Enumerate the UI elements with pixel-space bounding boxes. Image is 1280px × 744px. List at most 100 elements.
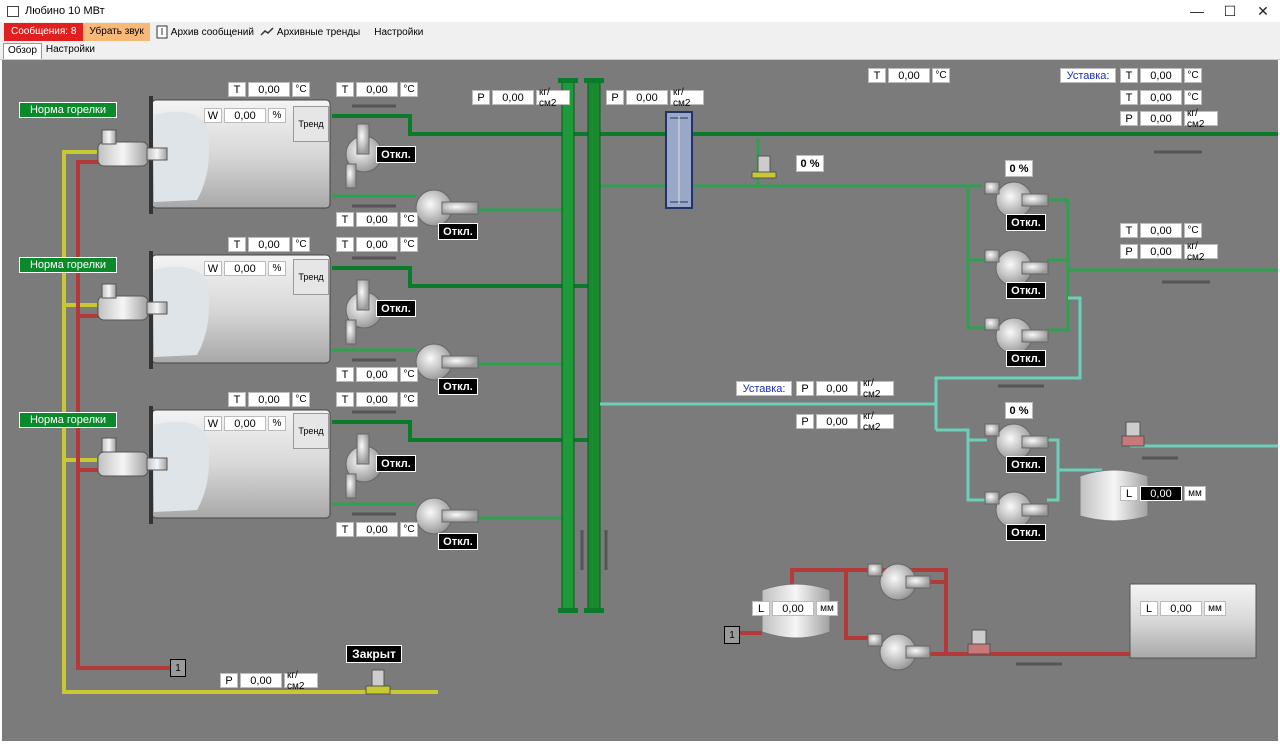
- settings-button[interactable]: Настройки: [374, 26, 424, 38]
- pump6-status[interactable]: Откл.: [438, 533, 478, 550]
- boiler2-w: 0,00: [224, 261, 266, 276]
- close-button[interactable]: ✕: [1257, 2, 1269, 19]
- kgcm-unit: кг/см2: [1184, 108, 1218, 130]
- header2-pressure: 0,00: [626, 90, 668, 105]
- degc-unit: °С: [932, 68, 950, 83]
- pct-unit: %: [268, 261, 286, 276]
- kgcm-unit: кг/см2: [860, 378, 894, 400]
- t-label: T: [1120, 90, 1138, 105]
- boiler2-temp-return: 0,00: [356, 367, 398, 382]
- degc-unit: °С: [400, 367, 418, 382]
- pump2-status[interactable]: Откл.: [438, 223, 478, 240]
- header1-pressure: 0,00: [492, 90, 534, 105]
- pct-unit: %: [268, 108, 286, 123]
- title-bar: Любино 10 МВт — ☐ ✕: [0, 0, 1280, 22]
- boiler3-w: 0,00: [224, 416, 266, 431]
- degc-unit: °С: [400, 522, 418, 537]
- gas-valve-status[interactable]: Закрыт: [346, 645, 402, 663]
- mm-unit: мм: [816, 601, 838, 616]
- setpoint-pressure[interactable]: 0,00: [1140, 111, 1182, 126]
- setpoint-temp2[interactable]: 0,00: [1140, 90, 1182, 105]
- degc-unit: °С: [1184, 223, 1202, 238]
- kgcm-unit: кг/см2: [284, 670, 318, 692]
- p-label: P: [606, 90, 624, 105]
- kgcm-unit: кг/см2: [670, 87, 704, 109]
- boiler1-w: 0,00: [224, 108, 266, 123]
- degc-unit: °С: [292, 82, 310, 97]
- degc-unit: °С: [1184, 90, 1202, 105]
- makeup-setpoint-pressure[interactable]: 0,00: [816, 381, 858, 396]
- archive-icon: [156, 25, 168, 39]
- t-label: T: [336, 367, 354, 382]
- pump11-status[interactable]: Откл.: [1006, 524, 1046, 541]
- t-label: T: [1120, 68, 1138, 83]
- mnemonic-scheme: T 0,00 °С W 0,00 % Тренд T 0,00 °С T 0,0…: [2, 60, 1278, 741]
- w-label: W: [204, 416, 222, 431]
- pump1-status[interactable]: Откл.: [376, 146, 416, 163]
- outlet-pressure: 0,00: [1140, 244, 1182, 259]
- tank3-level: 0,00: [1160, 601, 1202, 616]
- boiler2-temp-out: 0,00: [356, 237, 398, 252]
- boiler1-temp-out: 0,00: [356, 82, 398, 97]
- pump8-status[interactable]: Откл.: [1006, 282, 1046, 299]
- mute-sound-button[interactable]: Убрать звук: [83, 23, 150, 41]
- flow-arrows: [352, 104, 1210, 666]
- trend-icon: [260, 27, 274, 36]
- t-label: T: [228, 392, 246, 407]
- l-label: L: [1120, 486, 1138, 501]
- degc-unit: °С: [292, 392, 310, 407]
- t-label: T: [336, 82, 354, 97]
- valves: [365, 155, 1145, 695]
- tab-settings[interactable]: Настройки: [45, 44, 95, 55]
- archive-trends-button[interactable]: Архивные тренды: [260, 23, 360, 41]
- degc-unit: °С: [1184, 68, 1202, 83]
- minimize-button[interactable]: —: [1190, 3, 1204, 19]
- degc-unit: °С: [400, 212, 418, 227]
- link-marker-1[interactable]: 1: [170, 659, 186, 677]
- p-label: P: [472, 90, 490, 105]
- degc-unit: °С: [400, 82, 418, 97]
- t-label: T: [336, 522, 354, 537]
- tank2-level: 0,00: [772, 601, 814, 616]
- p-label: P: [796, 414, 814, 429]
- t-label: T: [228, 237, 246, 252]
- archive-messages-button[interactable]: Архив сообщений: [156, 23, 254, 41]
- valve-position: 0 %: [796, 155, 824, 172]
- boilers: [149, 96, 331, 524]
- pump3-status[interactable]: Откл.: [376, 300, 416, 317]
- link-marker-1[interactable]: 1: [724, 626, 740, 644]
- pump10-status[interactable]: Откл.: [1006, 456, 1046, 473]
- messages-button[interactable]: Сообщения: 8: [4, 23, 84, 41]
- degc-unit: °С: [400, 237, 418, 252]
- boiler2-temp-top: 0,00: [248, 237, 290, 252]
- archive-messages-label: Архив сообщений: [170, 26, 254, 38]
- boiler2-trend-button[interactable]: Тренд: [293, 259, 329, 295]
- cyan-pipes: [600, 296, 1278, 502]
- p-label: P: [1120, 111, 1138, 126]
- tab-overview[interactable]: Обзор: [3, 43, 42, 59]
- boiler1-temp-top: 0,00: [248, 82, 290, 97]
- kgcm-unit: кг/см2: [1184, 241, 1218, 263]
- setpoint-temp1[interactable]: 0,00: [1140, 68, 1182, 83]
- toolbar: Сообщения: 8 Убрать звук Архив сообщений…: [0, 22, 1280, 42]
- setpoint-label: Уставка:: [1060, 68, 1116, 83]
- green-pipes: [332, 114, 1278, 442]
- t-label: T: [1120, 223, 1138, 238]
- boiler1-trend-button[interactable]: Тренд: [293, 106, 329, 142]
- pump5-status[interactable]: Откл.: [376, 455, 416, 472]
- setpoint-label: Уставка:: [736, 381, 792, 396]
- boiler3-temp-out: 0,00: [356, 392, 398, 407]
- boiler3-trend-button[interactable]: Тренд: [293, 413, 329, 449]
- maximize-button[interactable]: ☐: [1223, 2, 1237, 19]
- boiler1-temp-return: 0,00: [356, 212, 398, 227]
- mm-unit: мм: [1204, 601, 1226, 616]
- pumps: [345, 123, 1049, 671]
- kgcm-unit: кг/см2: [536, 87, 570, 109]
- pump9-status[interactable]: Откл.: [1006, 350, 1046, 367]
- t-label: T: [868, 68, 886, 83]
- burner2-status: Норма горелки: [19, 257, 117, 273]
- pump7-status[interactable]: Откл.: [1006, 214, 1046, 231]
- l-label: L: [1140, 601, 1158, 616]
- pump4-status[interactable]: Откл.: [438, 378, 478, 395]
- tab-bar: Обзор Настройки: [0, 42, 1280, 60]
